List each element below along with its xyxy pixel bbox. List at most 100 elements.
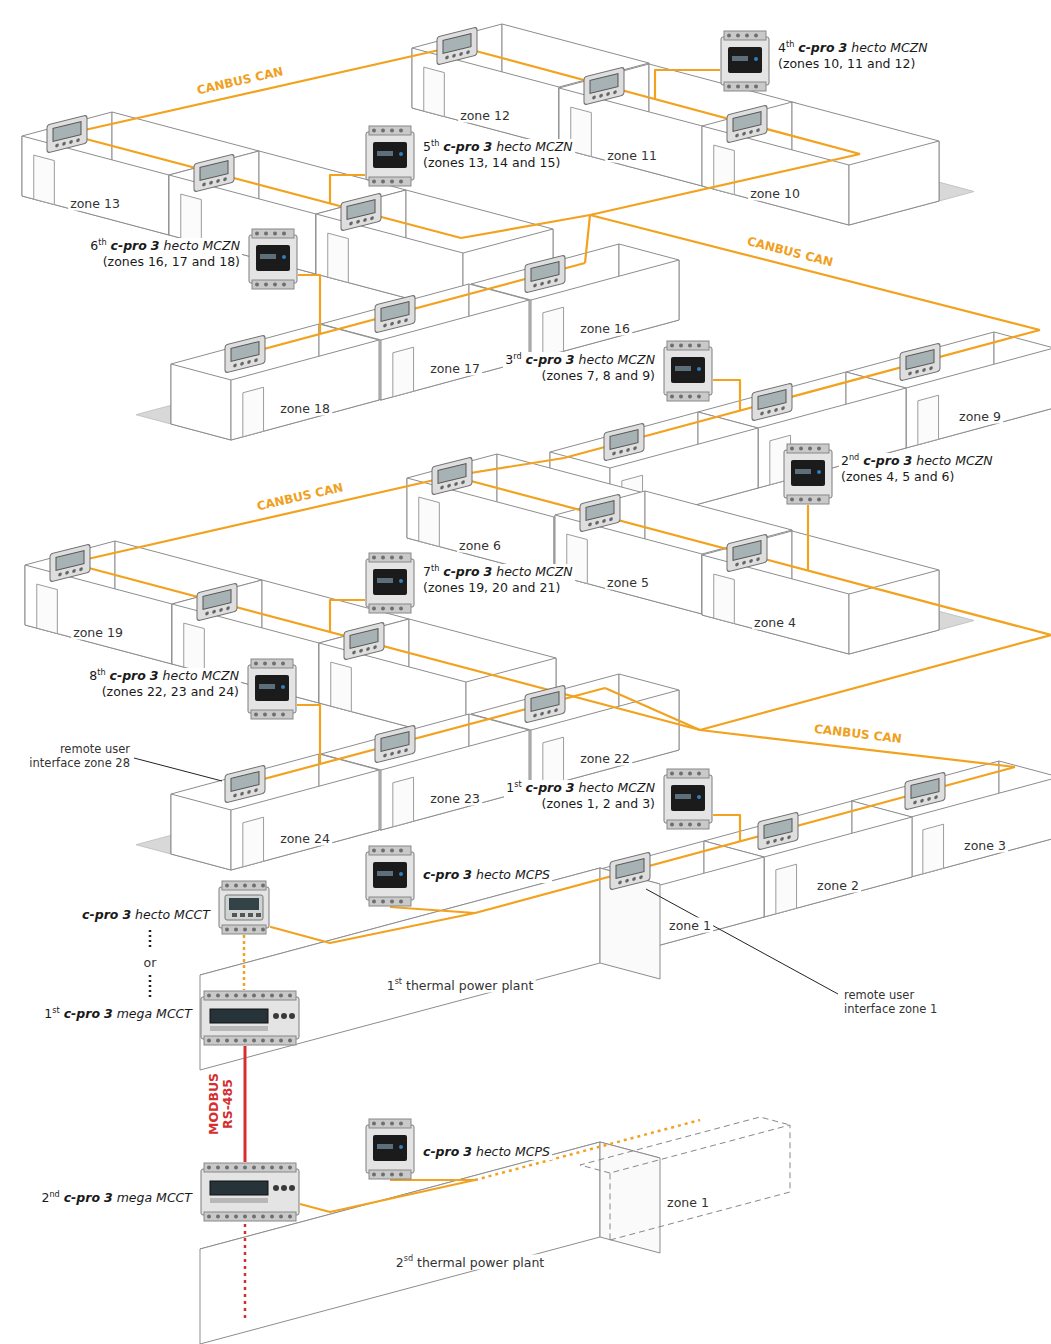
door: [419, 497, 440, 546]
terminal-screw: [754, 85, 758, 89]
terminal-screw: [679, 772, 683, 776]
device-body: [664, 775, 712, 823]
dashed-room: [610, 1125, 790, 1240]
remote-user-interface: [47, 115, 87, 153]
terminal-screw: [207, 1215, 211, 1219]
terminal-screw: [216, 1166, 220, 1170]
ui-screen: [53, 122, 81, 142]
controller-icon: [663, 768, 713, 830]
ui-body: [905, 772, 945, 810]
ui-body: [341, 193, 381, 231]
terminal-block: [252, 280, 294, 289]
ui-screen: [758, 390, 786, 410]
terminal-screw: [261, 1039, 265, 1043]
front-wall: [849, 570, 939, 654]
text-part: c-pro: [443, 564, 479, 579]
ui-button: [454, 482, 458, 486]
can-bus-wire: [245, 688, 605, 784]
door: [393, 777, 414, 827]
front-panel: [256, 245, 290, 271]
led: [697, 795, 701, 799]
device-label: 8th c-pro 3 hecto MCZN: [87, 668, 241, 684]
controller-device: 8th c-pro 3 hecto MCZN(zones 22, 23 and …: [247, 658, 297, 720]
remote-user-interface: [344, 622, 384, 660]
ui-screen: [616, 859, 644, 879]
ui-button: [202, 182, 206, 186]
front-wall: [849, 141, 939, 225]
text-part: MCCT: [156, 1006, 192, 1021]
text-part: 3: [566, 352, 575, 367]
controller-icon: [200, 990, 300, 1046]
logo-mark: [732, 56, 748, 61]
room: [702, 531, 939, 654]
controller-device: 3rd c-pro 3 hecto MCZN(zones 7, 8 and 9): [663, 340, 713, 402]
terminal-screw: [243, 1166, 247, 1170]
zone-label: zone 6: [457, 538, 503, 553]
text-part: MCZN: [955, 453, 992, 468]
terminal-screw: [234, 1166, 238, 1170]
ui-screen: [733, 541, 761, 561]
front-wall: [764, 817, 912, 917]
ui-button: [609, 517, 613, 521]
device-label: 1st c-pro 3 hecto MCZN: [504, 780, 657, 796]
text-part: mega: [117, 1190, 152, 1205]
terminal-block: [369, 1170, 411, 1179]
ui-button: [742, 560, 746, 564]
ui-button: [626, 448, 630, 452]
terminal-screw: [697, 395, 701, 399]
can-bus-wire: [330, 600, 365, 632]
ui-button: [735, 562, 739, 566]
text-part: 3: [566, 780, 575, 795]
text-part: 3: [104, 1006, 113, 1021]
device-body: [366, 1125, 414, 1173]
ordinal-suffix: th: [431, 138, 439, 148]
controller-icon: [365, 552, 415, 614]
controller-device: 5th c-pro 3 hecto MCZN(zones 13, 14 and …: [365, 125, 415, 187]
logo-mark: [260, 254, 276, 259]
terminal-screw: [234, 994, 238, 998]
zone-label: zone 2: [815, 878, 861, 893]
terminal-screw: [207, 994, 211, 998]
device-caption: c-pro 3 hecto MCCT: [80, 907, 212, 923]
terminal-screw: [817, 447, 821, 451]
ui-body: [197, 583, 237, 621]
terminal-block: [787, 444, 829, 453]
device-caption: 7th c-pro 3 hecto MCZN(zones 19, 20 and …: [421, 564, 575, 597]
ui-button: [247, 360, 251, 364]
terminal-screw: [261, 1166, 265, 1170]
ui-body: [604, 423, 644, 461]
terminal-screw: [799, 498, 803, 502]
terminal-block: [369, 604, 411, 613]
device-caption: c-pro 3 hecto MCPS: [421, 1144, 552, 1160]
terminal-screw: [270, 994, 274, 998]
can-bus-wire: [807, 505, 809, 570]
device-caption: 8th c-pro 3 hecto MCZN(zones 22, 23 and …: [87, 668, 241, 701]
text-part: MCZN: [535, 564, 572, 579]
plant-label: 1st thermal power plant: [385, 978, 536, 993]
ui-screen: [381, 732, 409, 752]
ui-button: [908, 371, 912, 375]
terminal-screw: [399, 556, 403, 560]
text-part: MCZN: [202, 668, 239, 683]
can-bus-wire: [461, 215, 590, 238]
terminal-block: [369, 1119, 411, 1128]
controller-icon: [247, 658, 297, 720]
front-panel: [791, 460, 825, 486]
door: [424, 67, 445, 116]
terminal-block: [667, 341, 709, 350]
terminal-screw: [799, 447, 803, 451]
ui-button: [216, 179, 220, 183]
ui-button: [69, 140, 73, 144]
ordinal-suffix: th: [431, 563, 439, 573]
device-caption: 3rd c-pro 3 hecto MCZN(zones 7, 8 and 9): [503, 352, 657, 385]
bus-label: CANBUS CAN: [744, 234, 837, 271]
ui-button: [766, 840, 770, 844]
terminal-screw: [399, 607, 403, 611]
terminal-screw: [272, 713, 276, 717]
door: [714, 574, 735, 623]
plant-group: [200, 868, 790, 1344]
terminal-block: [667, 392, 709, 401]
can-bus-wire: [298, 275, 320, 334]
front-wall: [702, 555, 849, 654]
logo-mark: [675, 794, 691, 799]
